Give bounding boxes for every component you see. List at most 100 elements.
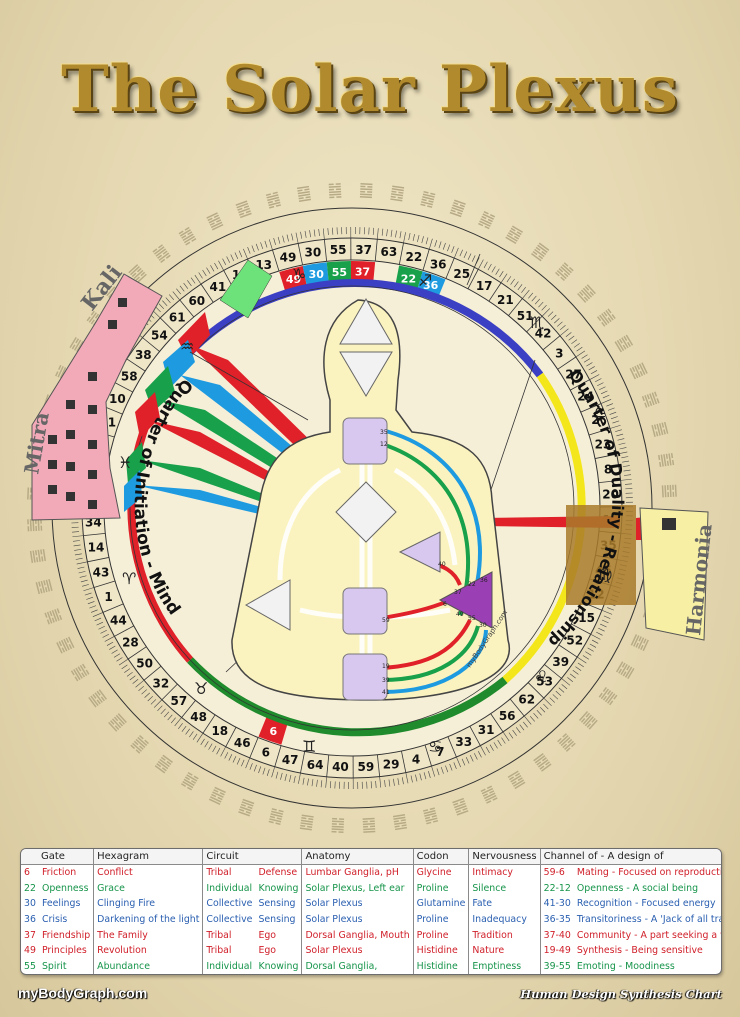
wheel-tick	[489, 744, 494, 751]
zodiac-symbols: ♑ ♐ ♏ ♎ ♍ ♌ ♋ ♊ ♉ ♈ ♓ ♒	[118, 265, 612, 756]
heart-center	[398, 531, 441, 573]
table-cell-hex: Darkening of the light	[93, 911, 203, 928]
wheel-tick	[124, 668, 131, 673]
wheel-tick	[302, 777, 305, 785]
gate-divider	[542, 335, 561, 351]
gate-number: 54	[151, 328, 168, 342]
wheel-tick	[329, 781, 332, 789]
wheel-tick	[550, 314, 557, 321]
wheel-tick	[423, 772, 427, 780]
hexagram-icon	[328, 183, 342, 199]
page-title: The Solar Plexus	[61, 52, 679, 127]
wheel-tick	[372, 227, 375, 235]
gate-divider	[200, 283, 214, 303]
pisces-icon: ♓	[118, 453, 132, 472]
table-cell-nerv: Fate	[468, 896, 541, 912]
wheel-tick	[533, 713, 539, 719]
wheel-tick	[603, 615, 611, 619]
table-cell-name: Friendship	[41, 929, 91, 941]
wheel-tick	[192, 733, 198, 740]
gate-divider	[488, 282, 502, 302]
wheel-tick	[453, 762, 457, 769]
gate-divider	[571, 623, 591, 635]
wheel-tick	[543, 703, 549, 710]
wheel-tick	[194, 274, 202, 285]
wheel-tick	[277, 236, 281, 244]
gate-number: 8	[604, 462, 612, 476]
wheel-tick	[620, 478, 632, 481]
wheel-tick	[554, 318, 560, 324]
wheel-tick	[82, 584, 89, 587]
table-cell-codon: Proline	[412, 927, 469, 943]
hexagram-icon	[235, 200, 252, 219]
wheel-tick	[83, 587, 95, 592]
highlighted-gate-cell	[258, 717, 288, 745]
gate-divider	[274, 745, 282, 767]
wheel-tick	[384, 780, 386, 788]
body-gate: 41	[382, 689, 390, 696]
wheel-tick	[502, 731, 510, 742]
spleen-center	[244, 579, 291, 631]
gate-number: 44	[110, 613, 127, 627]
highlighted-gate-number: 55	[332, 266, 347, 279]
gate-number: 6	[262, 746, 270, 760]
hexagram-icon	[206, 212, 224, 231]
gate-number: 63	[381, 245, 398, 259]
hexagram-icon	[265, 191, 282, 209]
table-cell-chan-desc: Community - A part seeking a whole	[576, 929, 721, 941]
wheel-tick	[467, 253, 472, 260]
wheel-tick	[523, 721, 528, 728]
table-cell-circ2: Knowing	[258, 960, 299, 972]
sagittarius-icon: ♐	[418, 271, 432, 290]
wheel-tick	[190, 277, 196, 284]
hexagram-icon	[331, 817, 345, 833]
hexagram-icon	[596, 308, 616, 327]
wheel-tick	[271, 766, 276, 778]
gate-divider	[113, 381, 133, 393]
table-cell-circ2: Ego	[258, 929, 277, 941]
info-table: Gate Hexagram Circuit Anatomy Codon Nerv…	[21, 849, 721, 974]
hexagram-icon	[56, 636, 75, 654]
gate-divider	[102, 603, 124, 613]
wheel-tick	[280, 772, 283, 780]
gate-divider	[424, 744, 432, 767]
gate-divider	[272, 249, 280, 272]
wheel-tick	[428, 771, 431, 778]
wheel-tick	[121, 664, 128, 670]
g-center	[335, 481, 397, 543]
wheel-tick	[72, 531, 80, 533]
table-cell-num: 49	[24, 945, 36, 957]
gate-number: 43	[93, 566, 110, 580]
gate-number: 59	[357, 760, 374, 774]
wheel-tick	[438, 241, 442, 249]
wheel-tick	[405, 772, 409, 784]
wheel-tick	[501, 737, 506, 744]
wheel-tick	[78, 571, 86, 574]
wheel-tick	[141, 689, 147, 695]
wheel-tick	[73, 544, 81, 547]
hexagram-icon	[299, 814, 314, 831]
table-cell-codon: Histidine	[412, 958, 469, 974]
wheel-tick	[607, 607, 614, 611]
wheel-tick	[167, 714, 173, 721]
wheel-tick	[284, 774, 287, 781]
wheel-tick	[236, 757, 241, 765]
gate-number: 41	[210, 280, 227, 294]
wheel-tick	[113, 653, 121, 658]
gate-divider	[114, 625, 134, 637]
hexagram-icon	[578, 711, 598, 730]
wheel-tick	[607, 407, 615, 411]
gate-info-table: Gate Hexagram Circuit Anatomy Codon Nerv…	[20, 848, 722, 975]
table-cell-circ2: Sensing	[258, 898, 296, 910]
wheel-tick	[519, 724, 525, 731]
wheel-tick	[386, 229, 388, 237]
wheel-tick	[255, 243, 259, 251]
footer-chart-title: Human Design Synthesis Chart	[520, 987, 722, 1001]
wheel-tick	[581, 354, 588, 359]
wheel-tick	[583, 358, 591, 363]
table-cell-anat: Lumbar Ganglia, pH	[301, 864, 414, 881]
wheel-tick	[86, 596, 94, 600]
